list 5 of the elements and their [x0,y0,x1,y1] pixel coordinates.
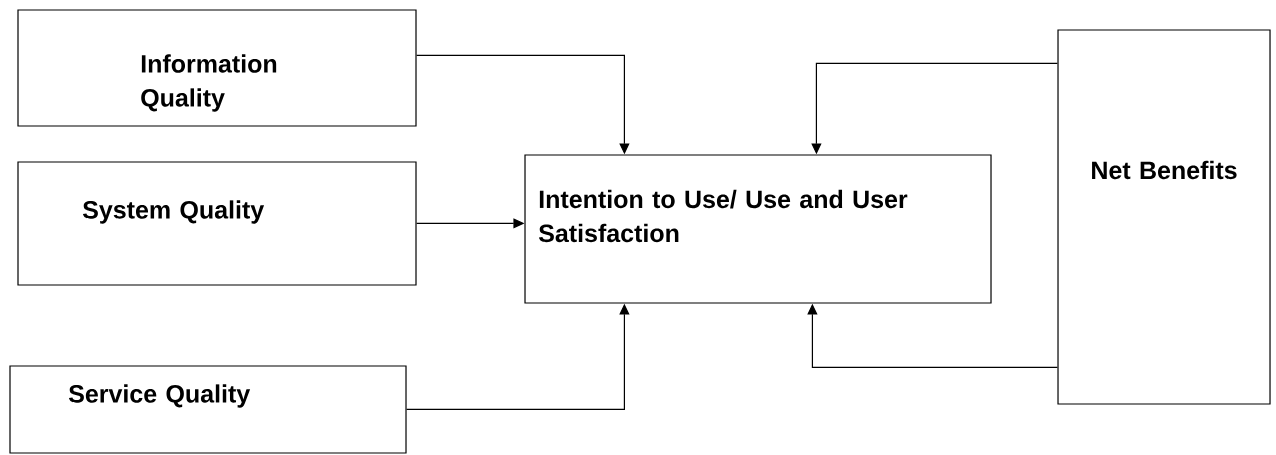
process-box: Information Quality [17,9,417,127]
process-box: Intention to Use/ Use and User Satisfaction [524,154,992,304]
process-box: Service Quality [9,365,407,454]
process-box: System Quality [17,161,417,286]
process-box: Net Benefits [1057,29,1271,405]
